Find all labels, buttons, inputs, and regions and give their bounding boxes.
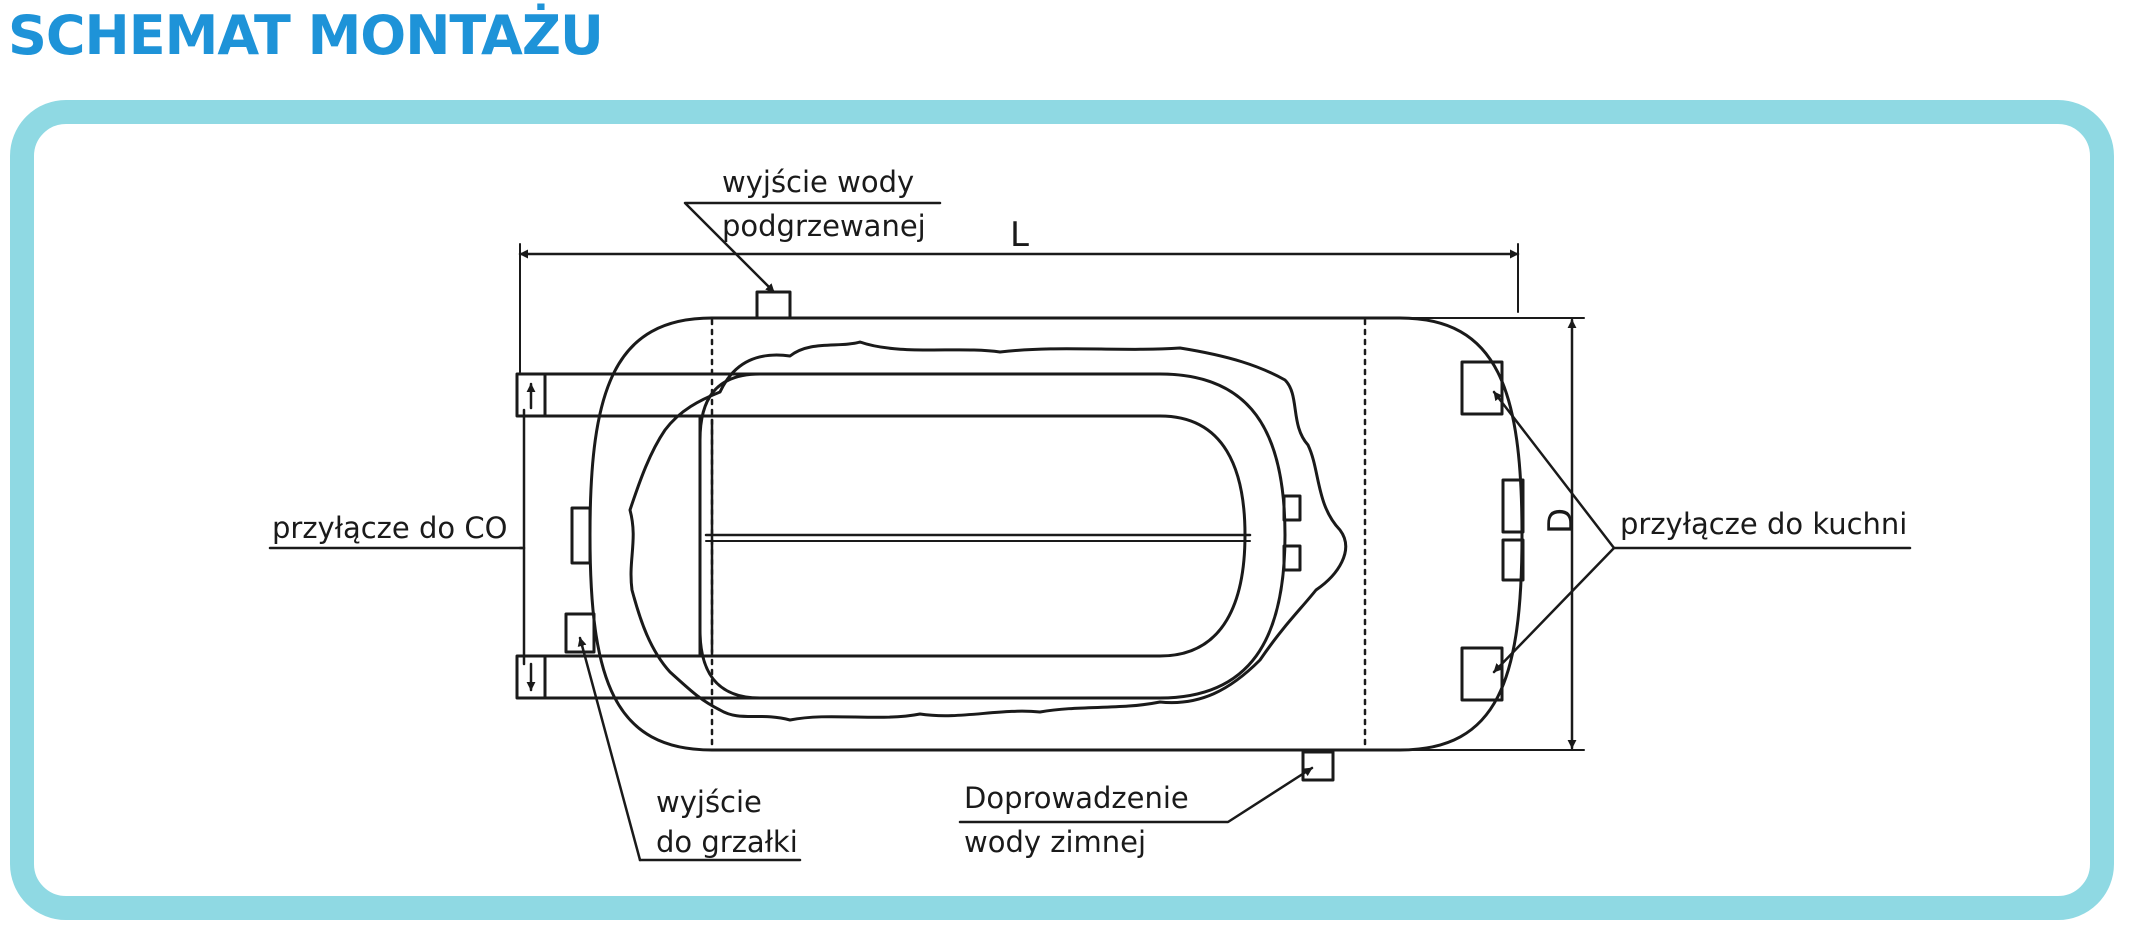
leader-kitchen-bottom <box>1492 546 1616 674</box>
cold-water-inlet-nozzle <box>1301 750 1335 782</box>
label-hot-water-outlet-line2: podgrzewanej <box>722 209 926 243</box>
label-diameter: D <box>1541 508 1581 534</box>
kitchen-port-top <box>1460 360 1504 416</box>
leader-co <box>518 408 526 550</box>
label-hot-water-outlet-line1: wyjście wody <box>722 165 914 199</box>
label-heater-outlet-line2: do grzałki <box>656 825 798 859</box>
leader-kitchen-top <box>1492 390 1616 550</box>
kitchen-port-middle <box>1501 478 1525 534</box>
label-cold-water-inlet-line2: wody zimnej <box>964 825 1146 859</box>
tank-body <box>588 316 1524 752</box>
inner-flange-bottom <box>1282 544 1302 572</box>
leader-heater <box>577 636 642 862</box>
co-port-bottom <box>515 654 547 700</box>
label-heater-outlet-line1: wyjście <box>656 785 762 819</box>
inner-flange-top <box>1282 494 1302 522</box>
hot-water-outlet-nozzle <box>755 290 792 320</box>
label-cold-water-inlet-line1: Doprowadzenie <box>964 781 1189 815</box>
heater-outlet-nozzle <box>564 612 596 654</box>
label-co-connection: przyłącze do CO <box>272 511 507 545</box>
kitchen-port-bottom <box>1460 646 1504 702</box>
label-kitchen-connection: przyłącze do kuchni <box>1620 507 1907 541</box>
co-port-top <box>515 372 547 418</box>
label-length: L <box>1010 215 1029 255</box>
coil-outer-loop <box>528 372 1287 700</box>
leader-cold-water <box>958 766 1314 824</box>
leader-hot-water <box>683 201 942 294</box>
kitchen-port-middle-2 <box>1501 538 1525 582</box>
page-title: SCHEMAT MONTAŻU <box>8 4 604 67</box>
diagram-frame <box>10 100 2114 920</box>
cutaway-outline <box>628 340 1348 722</box>
side-port <box>570 506 592 565</box>
